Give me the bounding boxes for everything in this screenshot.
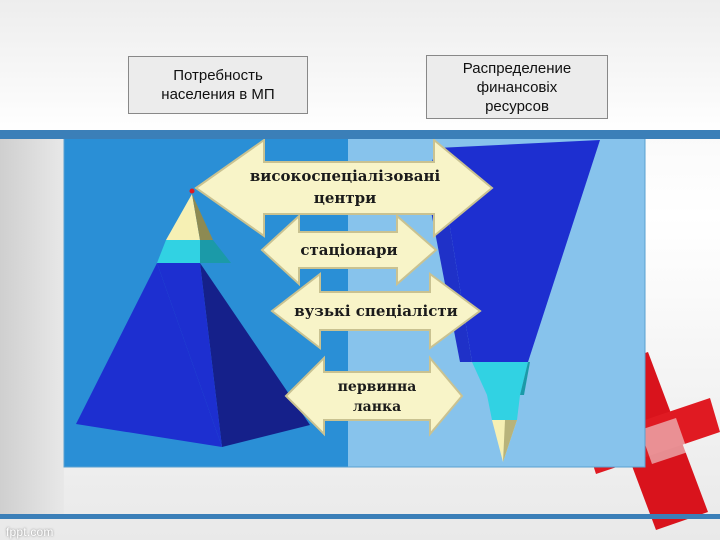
arrow-specialists: вузькі спеціалісти	[270, 271, 482, 351]
arrow-highly-specialized: високоспеціалізовані центри	[194, 137, 494, 239]
finance-label-box: Распределение финансовіх ресурсов	[426, 55, 608, 119]
need-pyramid	[76, 188, 310, 447]
arrow-label-1b: центри	[314, 189, 377, 207]
footer-bar	[0, 514, 720, 519]
footer-brand: fppt.com	[6, 525, 54, 539]
side-shade	[0, 139, 64, 514]
need-label: Потребность населения в МП	[161, 67, 275, 103]
accent-bar	[0, 130, 720, 139]
arrow-label-4a: первинна	[338, 379, 417, 395]
finance-label: Распределение финансовіх ресурсов	[462, 59, 572, 115]
need-label-box: Потребность населения в МП	[128, 56, 308, 114]
arrow-label-4b: ланка	[353, 399, 401, 415]
arrow-primary-care: первинна ланка	[284, 355, 464, 437]
arrow-label-1a: високоспеціалізовані	[250, 167, 441, 185]
arrow-label-2: стаціонари	[300, 241, 397, 259]
arrow-hospitals: стаціонари	[260, 213, 438, 287]
arrow-label-3: вузькі спеціалісти	[294, 302, 458, 320]
